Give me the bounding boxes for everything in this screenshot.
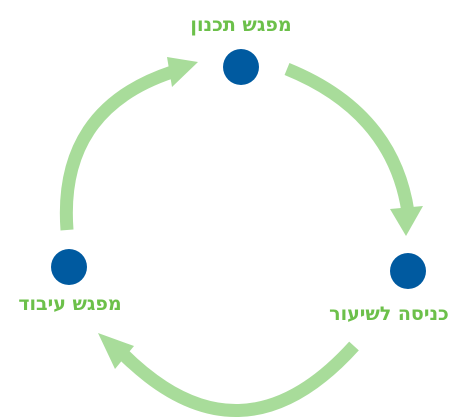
- arrow-top-to-right-shaft: [284, 62, 415, 213]
- node-left-circle: [51, 249, 87, 285]
- node-top-circle: [223, 49, 259, 85]
- node-right-circle: [390, 253, 426, 289]
- arrow-top-to-right: [284, 62, 423, 236]
- arrow-right-to-left-shaft: [116, 341, 359, 417]
- arrow-left-to-top-shaft: [59, 65, 175, 231]
- arrow-right-to-left-head: [98, 333, 134, 369]
- node-right-label: כניסה לשיעור: [329, 303, 449, 325]
- node-left-label: מפגש עיבוד: [18, 293, 121, 315]
- arrow-right-to-left: [98, 333, 359, 417]
- arrow-left-to-top: [59, 57, 198, 231]
- node-top-label: מפגש תכנון: [190, 14, 291, 36]
- arrow-top-to-right-head: [390, 206, 423, 236]
- arrow-left-to-top-head: [167, 57, 198, 87]
